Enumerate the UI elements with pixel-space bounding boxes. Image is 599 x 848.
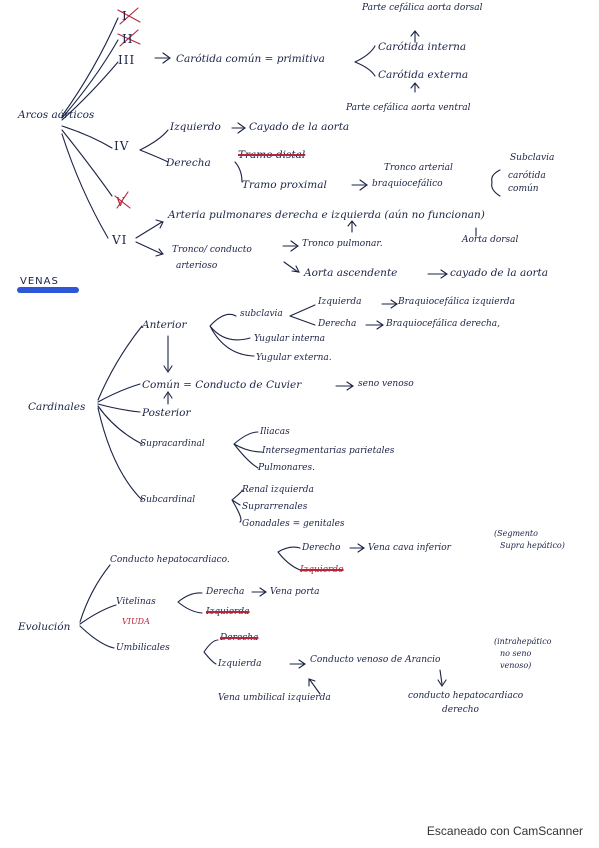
comun-art: común <box>508 184 539 194</box>
arch-v-label: V <box>116 195 126 209</box>
yugular-interna: Yugular interna <box>254 334 326 344</box>
conducto-arancio: Conducto venoso de Arancio <box>310 655 441 665</box>
evolucion-label: Evolución <box>18 621 71 633</box>
carotida-externa: Carótida externa <box>378 69 469 81</box>
hepato-derecho: Derecho <box>302 543 341 553</box>
intersegmentarias: Intersegmentarias parietales <box>262 446 395 456</box>
anterior-label: Anterior <box>142 319 187 331</box>
cayado-aorta-vi: cayado de la aorta <box>450 267 549 279</box>
aorta-dorsal-cefalica: Parte cefálica aorta dorsal <box>362 3 483 13</box>
vena-cava-inferior: Vena cava inferior <box>368 543 451 553</box>
venas-highlight <box>17 287 79 293</box>
segmento-label: (Segmento <box>494 529 538 538</box>
braquiocefalica-derecha: Braquiocefálica derecha, <box>386 319 501 329</box>
vena-porta: Vena porta <box>270 587 320 597</box>
tramo-distal-crossed: Tramo distal <box>238 149 306 161</box>
yugular-externa: Yugular externa. <box>256 353 332 363</box>
venas-title: VENAS <box>20 276 59 287</box>
arch-iii-label: III <box>118 53 136 67</box>
comun-cuvier: Común = Conducto de Cuvier <box>142 379 302 391</box>
vitelina-izquierda-crossed: Izquierda <box>206 607 250 617</box>
seno-venoso: seno venoso <box>358 379 414 389</box>
braquiocefalica-izquierda: Braquiocefálica izquierda <box>398 297 516 307</box>
conducto-hepatocardiaco-derecho: conducto hepatocardiaco <box>408 691 524 701</box>
tramo-proximal: Tramo proximal <box>242 179 327 191</box>
arch-i-label: I <box>122 9 128 23</box>
iv-derecha: Derecha <box>166 157 211 169</box>
arch-ii-label: II <box>122 32 134 46</box>
vitelinas-label: Vitelinas <box>116 597 156 607</box>
aorta-ascendente: Aorta ascendente <box>304 267 398 279</box>
izquierda-vena: Izquierda <box>318 297 362 307</box>
vena-umbilical-izquierda: Vena umbilical izquierda <box>218 693 331 703</box>
conducto-hepatocardiaco: Conducto hepatocardiaco. <box>110 555 230 565</box>
hepato-izquierdo-crossed: Izquierdo <box>300 565 344 575</box>
subcardinal-label: Subcardinal <box>140 495 196 505</box>
vitelina-derecha: Derecha <box>206 587 245 597</box>
arcos-aorticos-label: Arcos aórticos <box>18 109 95 121</box>
subclavia-art: Subclavia <box>510 153 555 163</box>
arch-iv-label: IV <box>114 139 130 153</box>
aorta-ventral-cefalica: Parte cefálica aorta ventral <box>346 103 471 113</box>
suprahepatico-label: Supra hepático) <box>500 541 565 550</box>
intrahepatico-label: (intrahepático <box>494 637 552 646</box>
cayado-aorta: Cayado de la aorta <box>249 121 350 133</box>
cardinales-label: Cardinales <box>28 401 86 413</box>
suprarrenales: Suprarrenales <box>242 502 308 512</box>
carotida-comun: Carótida común = primitiva <box>176 53 325 65</box>
umbilical-derecha-crossed: Derecha <box>220 633 259 643</box>
gonadales: Gonadales = genitales <box>242 519 345 529</box>
carotida-art: carótida <box>508 171 546 181</box>
umbilical-izquierda: Izquierda <box>218 659 262 669</box>
subclavia-vena: subclavia <box>240 309 283 319</box>
umbilicales-label: Umbilicales <box>116 643 170 653</box>
scanner-watermark: Escaneado con CamScanner <box>426 824 583 838</box>
conducto-derecho: derecho <box>442 705 479 715</box>
aorta-dorsal-vi: Aorta dorsal <box>462 235 519 245</box>
viuda-note: VIUDA <box>122 617 150 626</box>
braquiocefalico: braquiocefálico <box>372 179 443 189</box>
tronco-arterial: Tronco arterial <box>384 163 453 173</box>
arterioso: arterioso <box>176 261 218 271</box>
iliacas: Iliacas <box>260 427 290 437</box>
renal-izquierda: Renal izquierda <box>242 485 314 495</box>
posterior-label: Posterior <box>142 407 191 419</box>
supracardinal-label: Supracardinal <box>140 439 205 449</box>
arch-vi-label: VI <box>112 233 128 247</box>
no-seno-label: no seno <box>500 649 532 658</box>
tronco-pulmonar: Tronco pulmonar. <box>302 239 383 249</box>
arteria-pulmonares: Arteria pulmonares derecha e izquierda (… <box>168 209 485 221</box>
pulmonares-vena: Pulmonares. <box>258 463 315 473</box>
carotida-interna: Carótida interna <box>378 41 467 53</box>
derecha-vena: Derecha <box>318 319 357 329</box>
venoso-label: venoso) <box>500 661 532 670</box>
iv-izquierdo: Izquierdo <box>170 121 221 133</box>
tronco-conducto: Tronco/ conducto <box>172 245 252 255</box>
